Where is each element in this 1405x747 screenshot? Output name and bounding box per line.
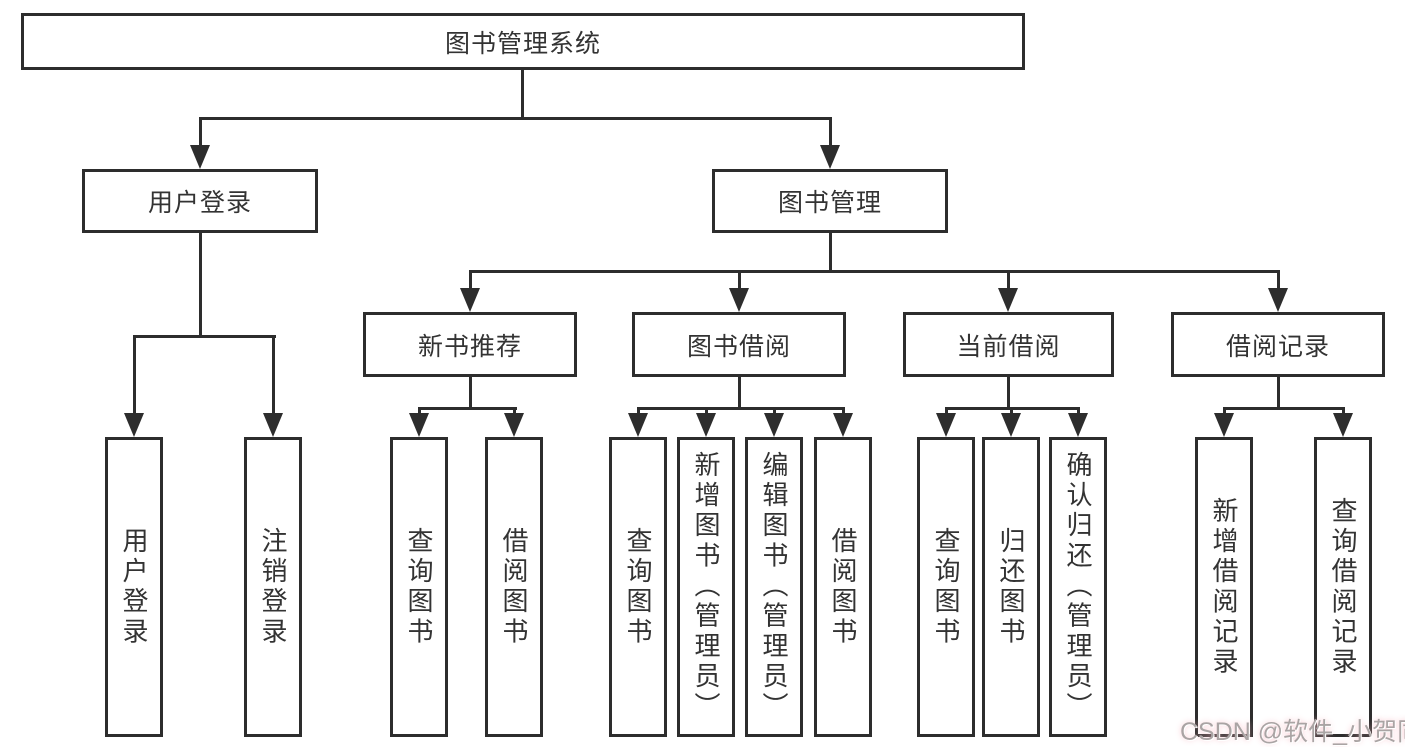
leaf-borrow-books: 借阅图书 xyxy=(814,437,872,737)
connector-leaf-shaft xyxy=(842,407,845,417)
connector-leaf-shaft xyxy=(1223,407,1226,417)
node-book-borrow-label: 图书借阅 xyxy=(686,332,791,361)
connector-book-borrow-stem xyxy=(738,377,741,407)
leaf-logout: 注销登录 xyxy=(244,437,302,737)
connector-book-management-stem xyxy=(829,233,832,270)
leaf-confirm-return-admin: 确认归还（管理员） xyxy=(1049,437,1107,737)
connector-to-user-login-shaft xyxy=(199,117,202,147)
connector-leaf-shaft xyxy=(637,407,640,417)
connector-root-stem xyxy=(521,70,524,117)
arrowhead-to-leaf-query-books-c xyxy=(936,413,956,437)
connector-to-current-borrow-shaft xyxy=(1007,270,1010,290)
connector-leaf-shaft xyxy=(705,407,708,417)
leaf-query-books-recommend: 查询图书 xyxy=(390,437,448,737)
node-book-management-label: 图书管理 xyxy=(777,189,882,217)
node-new-book-recommend-label: 新书推荐 xyxy=(417,332,522,361)
connector-leaf-shaft xyxy=(513,407,516,417)
connector-level2-bar xyxy=(199,117,832,120)
arrowhead-to-new-book xyxy=(460,288,480,312)
leaf-return-books: 归还图书 xyxy=(982,437,1040,737)
node-library-management-system: 图书管理系统 xyxy=(21,13,1025,70)
node-current-borrow-label: 当前借阅 xyxy=(956,332,1061,361)
node-book-borrow: 图书借阅 xyxy=(632,312,846,377)
leaf-add-books-admin-label: 新增图书（管理员） xyxy=(691,451,721,723)
arrowhead-to-leaf-edit-books xyxy=(764,413,784,437)
connector-user-login-stem xyxy=(199,233,202,335)
node-library-management-system-label: 图书管理系统 xyxy=(444,29,601,58)
leaf-query-borrow-record-label: 查询借阅记录 xyxy=(1328,496,1358,678)
connector-leaf-shaft xyxy=(1010,407,1013,417)
leaf-borrow-books-recommend: 借阅图书 xyxy=(485,437,543,737)
connector-leaf-shaft xyxy=(1077,407,1080,417)
node-new-book-recommend: 新书推荐 xyxy=(363,312,577,377)
leaf-query-books-current: 查询图书 xyxy=(917,437,975,737)
leaf-confirm-return-admin-label: 确认归还（管理员） xyxy=(1063,451,1093,723)
leaf-add-borrow-record: 新增借阅记录 xyxy=(1195,437,1253,737)
arrowhead-to-leaf-borrow-books-b xyxy=(833,413,853,437)
connector-new-book-bar xyxy=(418,407,517,410)
leaf-query-borrow-record: 查询借阅记录 xyxy=(1314,437,1372,737)
arrowhead-to-leaf-query-books-a xyxy=(409,413,429,437)
connector-level3-bar xyxy=(469,270,1280,273)
arrowhead-to-leaf-confirm-return xyxy=(1068,413,1088,437)
node-book-management: 图书管理 xyxy=(712,169,948,233)
arrowhead-to-book-management xyxy=(820,145,840,169)
leaf-query-books-recommend-label: 查询图书 xyxy=(404,526,434,648)
connector-to-leaf-logout-shaft xyxy=(272,335,275,415)
arrowhead-to-leaf-query-borrow-record xyxy=(1333,413,1353,437)
connector-current-borrow-stem xyxy=(1007,377,1010,407)
connector-new-book-stem xyxy=(469,377,472,407)
arrowhead-to-leaf-add-books xyxy=(696,413,716,437)
arrowhead-to-borrow-records xyxy=(1268,288,1288,312)
arrowhead-to-book-borrow xyxy=(729,288,749,312)
connector-leaf-shaft xyxy=(1342,407,1345,417)
csdn-watermark: CSDN @软件_小贺同学 xyxy=(1180,718,1405,746)
leaf-edit-books-admin-label: 编辑图书（管理员） xyxy=(759,451,789,723)
leaf-user-login: 用户登录 xyxy=(105,437,163,737)
node-user-login: 用户登录 xyxy=(82,169,318,233)
leaf-query-books-borrow-label: 查询图书 xyxy=(623,526,653,648)
leaf-add-books-admin: 新增图书（管理员） xyxy=(677,437,735,737)
connector-borrow-records-bar xyxy=(1223,407,1345,410)
leaf-query-books-current-label: 查询图书 xyxy=(931,526,961,648)
connector-to-new-book-shaft xyxy=(469,270,472,290)
connector-borrow-records-stem xyxy=(1277,377,1280,407)
arrowhead-to-leaf-borrow-books-a xyxy=(504,413,524,437)
connector-to-borrow-records-shaft xyxy=(1277,270,1280,290)
connector-leaf-shaft xyxy=(773,407,776,417)
connector-to-leaf-user-login-shaft xyxy=(133,335,136,415)
node-borrow-records: 借阅记录 xyxy=(1171,312,1385,377)
connector-user-login-bar xyxy=(133,335,276,338)
arrowhead-to-leaf-return-books xyxy=(1001,413,1021,437)
leaf-query-books-borrow: 查询图书 xyxy=(609,437,667,737)
connector-to-book-borrow-shaft xyxy=(738,270,741,290)
leaf-add-borrow-record-label: 新增借阅记录 xyxy=(1209,496,1239,678)
arrowhead-to-leaf-query-books-b xyxy=(628,413,648,437)
node-current-borrow: 当前借阅 xyxy=(903,312,1114,377)
connector-leaf-shaft xyxy=(945,407,948,417)
node-borrow-records-label: 借阅记录 xyxy=(1225,332,1330,361)
arrowhead-to-user-login xyxy=(190,145,210,169)
leaf-return-books-label: 归还图书 xyxy=(996,526,1026,648)
leaf-borrow-books-recommend-label: 借阅图书 xyxy=(499,526,529,648)
arrowhead-to-current-borrow xyxy=(998,288,1018,312)
node-user-login-label: 用户登录 xyxy=(147,189,252,217)
arrowhead-to-leaf-logout xyxy=(263,413,283,437)
connector-book-borrow-bar xyxy=(637,407,845,410)
leaf-logout-label: 注销登录 xyxy=(258,526,288,648)
arrowhead-to-leaf-add-borrow-record xyxy=(1214,413,1234,437)
connector-to-book-management-shaft xyxy=(829,117,832,147)
connector-leaf-shaft xyxy=(418,407,421,417)
arrowhead-to-leaf-user-login xyxy=(124,413,144,437)
leaf-borrow-books-label: 借阅图书 xyxy=(828,526,858,648)
leaf-user-login-label: 用户登录 xyxy=(119,526,149,648)
leaf-edit-books-admin: 编辑图书（管理员） xyxy=(745,437,803,737)
